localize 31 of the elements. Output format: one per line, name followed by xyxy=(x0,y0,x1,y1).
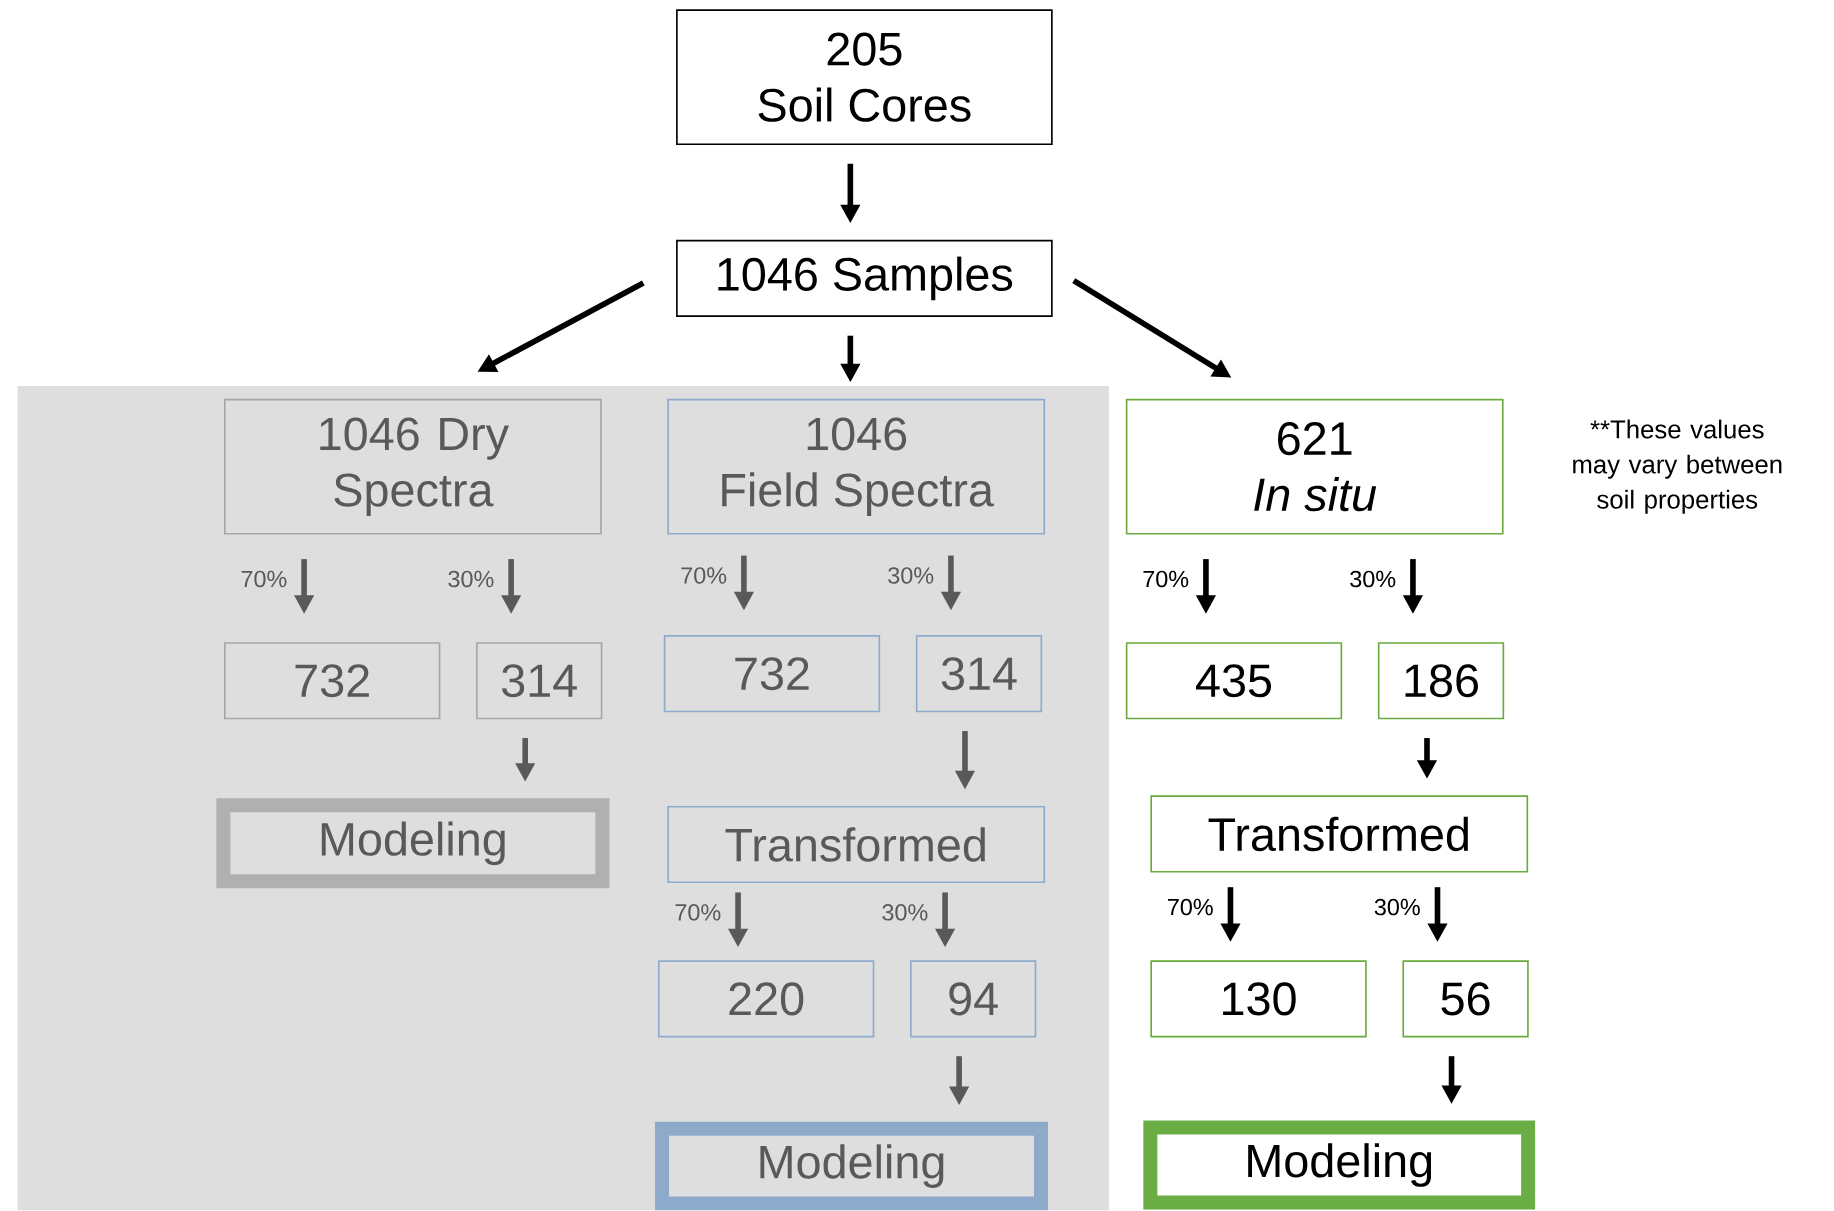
process-box: 56 xyxy=(1402,960,1529,1038)
process-box: 1046 Dry Spectra xyxy=(224,399,602,535)
process-box: 732 xyxy=(224,642,441,720)
process-box: 435 xyxy=(1125,642,1343,720)
process-box: Transformed xyxy=(1150,795,1529,873)
edge-label: 70% xyxy=(1168,899,1213,916)
edge-label: 70% xyxy=(241,570,287,588)
process-box: 220 xyxy=(657,960,875,1038)
edge-label: 30% xyxy=(1350,570,1396,588)
edge-label: 30% xyxy=(448,570,494,588)
process-box: 186 xyxy=(1377,642,1505,720)
edge-label: 30% xyxy=(888,567,934,584)
process-box: 314 xyxy=(476,642,603,720)
edge-label: 70% xyxy=(1143,570,1189,588)
process-box: 1046 Field Spectra xyxy=(667,399,1046,535)
modeling-box: Modeling xyxy=(216,798,610,889)
process-box: 205 Soil Cores xyxy=(676,9,1053,146)
process-box: 130 xyxy=(1150,960,1367,1038)
process-box: 621 In situ xyxy=(1125,399,1504,535)
process-box: Transformed xyxy=(667,806,1046,884)
edge-label: 70% xyxy=(681,567,727,584)
process-box: 732 xyxy=(663,635,881,713)
process-box: 314 xyxy=(915,635,1043,713)
edge-label: 30% xyxy=(1374,899,1420,916)
edge-label: 70% xyxy=(675,904,721,921)
process-box: 94 xyxy=(910,960,1037,1038)
modeling-box: Modeling xyxy=(655,1121,1048,1211)
edge-label: 30% xyxy=(882,904,928,921)
note-text: **These values may vary between soil properties xyxy=(1573,419,1782,514)
process-box: 1046 Samples xyxy=(676,240,1053,318)
modeling-box: Modeling xyxy=(1143,1120,1536,1210)
